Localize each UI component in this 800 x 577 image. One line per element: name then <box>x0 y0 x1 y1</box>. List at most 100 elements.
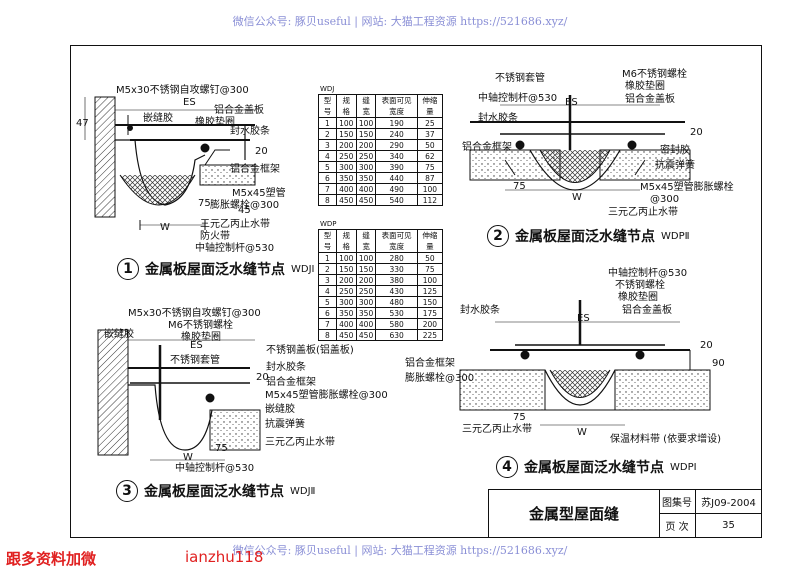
d3-dim-20: 20 <box>256 372 269 383</box>
table-cell: 150 <box>416 296 444 308</box>
table-cell: 250 <box>335 150 357 162</box>
d1-number: 1 <box>117 258 139 280</box>
table-cell: 540 <box>375 194 418 206</box>
table-cell: 450 <box>355 329 377 341</box>
page-label: 页 次 <box>659 514 696 537</box>
d2-washer-label: 橡胶垫圈 <box>625 81 665 92</box>
d1-rod-label: 中轴控制杆@530 <box>195 243 275 254</box>
d2-spring-label: 抗震弹簧 <box>655 160 695 171</box>
d3-seal-strip-label: 封水胶条 <box>266 362 306 373</box>
table-cell: 2 <box>318 263 337 275</box>
table-cell: 100 <box>335 117 357 129</box>
table-cell: 87 <box>416 172 444 184</box>
d2-number: 2 <box>487 225 509 247</box>
d1-seal-strip-label: 封水胶条 <box>230 126 270 137</box>
d4-es-label: ES <box>577 313 590 324</box>
d2-es-label: ES <box>565 97 578 108</box>
table-cell: 3 <box>318 139 337 151</box>
atlas-value: 苏J09-2004 <box>696 490 761 514</box>
table-cell: 440 <box>375 172 418 184</box>
table-cell: 37 <box>416 128 444 140</box>
table-cell: 200 <box>355 274 377 286</box>
d4-dim-75: 75 <box>513 412 526 423</box>
table-cell: 75 <box>416 161 444 173</box>
detail-4-drawing <box>459 300 711 426</box>
table-cell: 200 <box>416 318 444 330</box>
d1-w-label: W <box>160 222 170 233</box>
d4-washer-label: 橡胶垫圈 <box>618 292 658 303</box>
table-cell: 330 <box>375 263 418 275</box>
d1-epdm-label: 三元乙丙止水带 <box>200 219 270 230</box>
d3-frame-label: 铝合金框架 <box>266 377 316 388</box>
table-header-cell: 型号 <box>318 229 337 253</box>
table-cell: 7 <box>318 318 337 330</box>
d3-sleeve-label: 不锈钢套管 <box>170 355 220 366</box>
d4-seal-strip-label: 封水胶条 <box>460 305 500 316</box>
d2-frame-label: 铝合金框架 <box>462 142 512 153</box>
table-cell: 112 <box>416 194 444 206</box>
table-cell: 125 <box>416 285 444 297</box>
d2-rod-label: 中轴控制杆@530 <box>478 93 558 104</box>
table-cell: 300 <box>335 296 357 308</box>
d3-number: 3 <box>116 480 138 502</box>
d4-dim-20: 20 <box>700 340 713 351</box>
table-cell: 50 <box>416 252 444 264</box>
table-cell: 580 <box>375 318 418 330</box>
d3-bolt-label: M5x45塑管膨胀螺栓@300 <box>265 390 388 401</box>
table-cell: 100 <box>416 183 444 195</box>
d3-m6bolt-label: M6不锈钢螺栓 <box>168 320 233 331</box>
table-cell: 6 <box>318 307 337 319</box>
table-cell: 75 <box>416 263 444 275</box>
table-cell: 400 <box>355 318 377 330</box>
table-wdp-caption: WDP <box>320 220 337 228</box>
table-cell: 150 <box>335 128 357 140</box>
title-block-main: 金属型屋面缝 <box>489 490 660 537</box>
table-cell: 150 <box>335 263 357 275</box>
footer-right-text: ianzhu118 <box>185 548 264 566</box>
table-cell: 6 <box>318 172 337 184</box>
d3-code: WDJⅡ <box>290 485 316 497</box>
table-cell: 150 <box>355 263 377 275</box>
d1-sealant-label: 嵌缝胶 <box>143 113 173 124</box>
watermark-top: 微信公众号: 豚贝useful | 网站: 大猫工程资源 https://521… <box>232 15 568 28</box>
d2-bolt2-label: @300 <box>650 194 680 205</box>
d1-title: 金属板屋面泛水缝节点 <box>145 262 285 278</box>
table-cell: 150 <box>355 128 377 140</box>
table-cell: 100 <box>335 252 357 264</box>
d4-code: WDPⅠ <box>670 461 697 473</box>
d4-epdm-label: 三元乙丙止水带 <box>462 424 532 435</box>
table-cell: 4 <box>318 285 337 297</box>
table-cell: 62 <box>416 150 444 162</box>
table-cell: 390 <box>375 161 418 173</box>
table-cell: 5 <box>318 161 337 173</box>
d2-seal-strip-label: 封水胶条 <box>478 113 518 124</box>
d2-m6bolt-label: M6不锈钢螺栓 <box>622 69 687 80</box>
d2-dim-75: 75 <box>513 181 526 192</box>
detail-2-drawing <box>469 95 691 191</box>
table-cell: 240 <box>375 128 418 140</box>
d1-washer-label: 橡胶垫圈 <box>195 117 235 128</box>
watermark-bottom: 微信公众号: 豚贝useful | 网站: 大猫工程资源 https://521… <box>232 544 568 557</box>
d4-number: 4 <box>496 456 518 478</box>
table-cell: 300 <box>355 161 377 173</box>
title-block: 金属型屋面缝 图集号 苏J09-2004 页 次 35 <box>488 489 762 538</box>
d1-bolt-label: M5x45塑管 <box>232 188 286 199</box>
d4-rod-label: 中轴控制杆@530 <box>608 268 688 279</box>
d1-bolt2-label: 膨胀螺栓@300 <box>210 200 280 211</box>
footer-left-text: 跟多资料加微 <box>6 550 97 568</box>
table-wdj-caption: WDJ <box>320 85 335 93</box>
d1-es-label: ES <box>183 97 196 108</box>
d4-cover-label: 铝合金盖板 <box>622 305 672 316</box>
d4-bolt-label: 膨胀螺栓@300 <box>405 373 475 384</box>
table-cell: 250 <box>355 150 377 162</box>
